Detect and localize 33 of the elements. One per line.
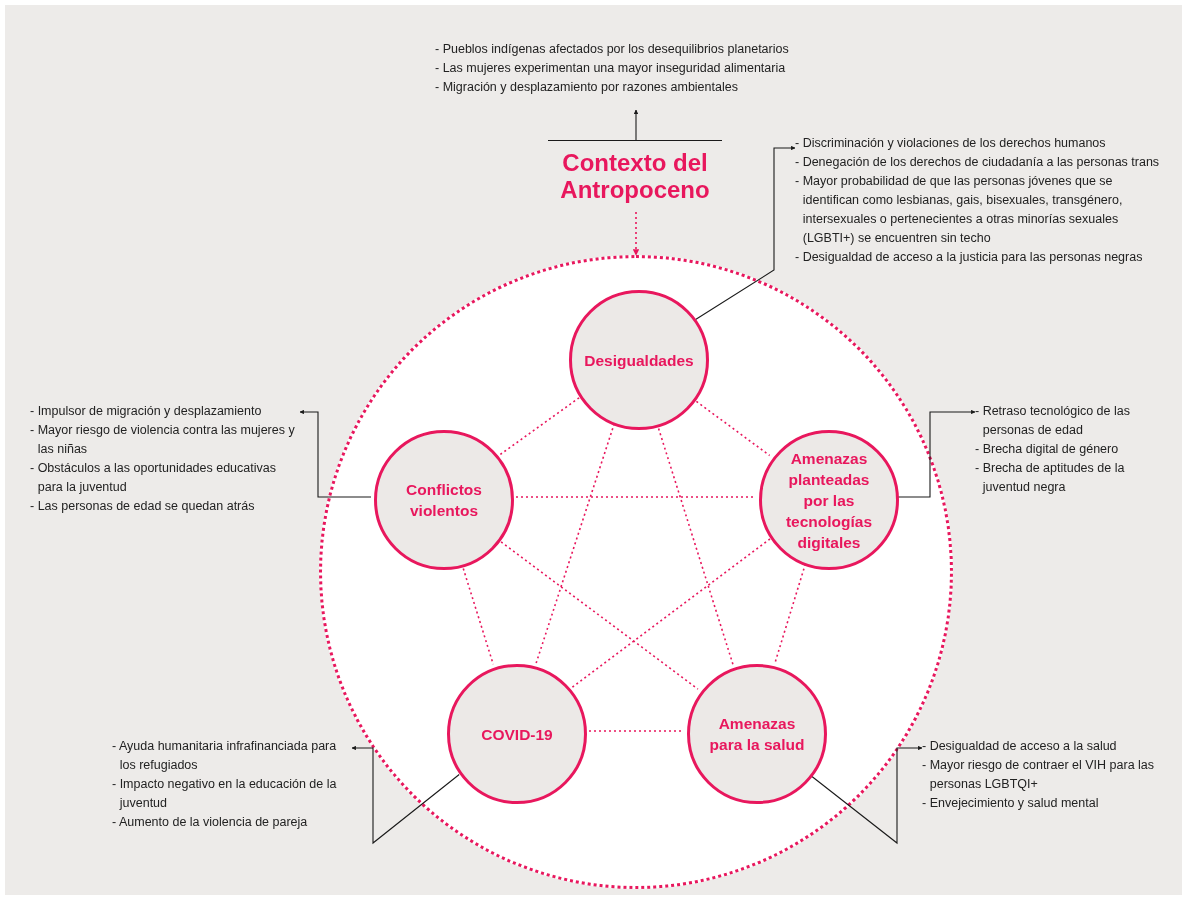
- dotted-line: [569, 538, 771, 690]
- bullet-item: - Las personas de edad se quedan atrás: [30, 498, 256, 515]
- arrow: [299, 409, 372, 498]
- bullet-item: - Mayor riesgo de violencia contra las mujeres y las niñas: [30, 422, 296, 458]
- bullet-item: - Impacto negativo en la educación de la juventud: [112, 776, 338, 812]
- arrow: [633, 109, 639, 141]
- bullet-item: - Desigualdad de acceso a la salud: [922, 738, 1118, 755]
- bullet-item: - Obstáculos a las oportunidades educativas para la juventud: [30, 460, 277, 496]
- circle-label: Desigualdades: [584, 350, 694, 371]
- circle-label: Conflictos violentos: [405, 480, 483, 521]
- bullet-item: - Brecha digital de género: [975, 441, 1120, 458]
- circle-label: Amenazas para la salud: [708, 714, 806, 755]
- bullet-item: - Ayuda humanitaria infrafinanciada para los refugiados: [112, 738, 338, 774]
- bullet-item: - Denegación de los derechos de ciudadanía a las personas trans: [795, 154, 1161, 171]
- circle-label: Amenazas planteadas por las tecnologías digitales: [784, 448, 874, 553]
- dotted-line: [497, 397, 580, 457]
- bullet-item: - Aumento de la violencia de pareja: [112, 814, 309, 831]
- bullet-item: - Impulsor de migración y desplazamiento: [30, 403, 263, 420]
- bullet-item: - Las mujeres experimentan una mayor inseguridad alimentaria: [435, 60, 787, 77]
- bullet-item: - Desigualdad de acceso a la justicia para las personas negras: [795, 249, 1144, 266]
- bullet-item: - Brecha de aptitudes de la juventud negra: [975, 460, 1126, 496]
- heading-text: Contexto del Antropoceno: [559, 149, 711, 203]
- bullet-item: - Retraso tecnológico de las personas de edad: [975, 403, 1131, 439]
- circle-label: COVID-19: [481, 724, 553, 745]
- arrow: [632, 211, 640, 256]
- bullet-item: - Discriminación y violaciones de los derechos humanos: [795, 135, 1107, 152]
- bullet-item: - Migración y desplazamiento por razones ambientales: [435, 79, 739, 96]
- bullet-item: - Mayor riesgo de contraer el VIH para las personas LGBTQI+: [922, 757, 1156, 793]
- bullet-item: - Mayor probabilidad de que las personas jóvenes que se identifican como lesbianas, gais, bisexuales, transgénero, intersexuales o pertenecientes a otras minorías sexuales (LGBTI+) se encuentren sin techo: [795, 173, 1124, 247]
- arrow: [694, 145, 796, 321]
- bullet-item: - Pueblos indígenas afectados por los desequilibrios planetarios: [435, 41, 790, 58]
- arrow: [351, 745, 460, 845]
- bullet-item: - Envejecimiento y salud mental: [922, 795, 1100, 812]
